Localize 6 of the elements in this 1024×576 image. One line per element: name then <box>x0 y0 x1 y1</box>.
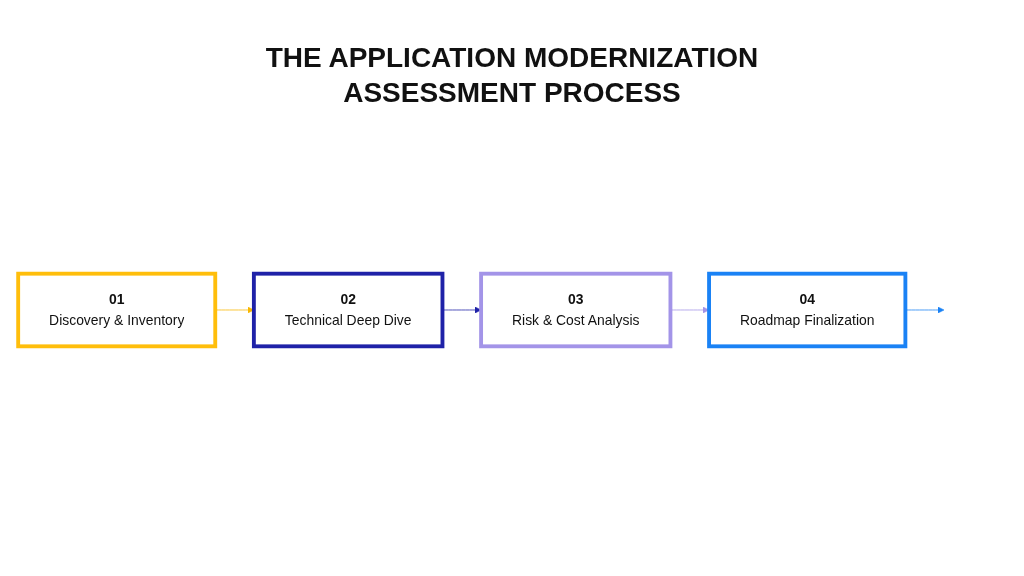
process-flowchart: 01 Discovery & Inventory 02 Technical Deep Dive 03 Risk & Cost Analysis 04 Roadmap Finalization <box>12 120 1012 500</box>
node-box <box>707 271 908 349</box>
diagram-title: THE APPLICATION MODERNIZATION ASSESSMENT PROCESS <box>264 41 760 110</box>
node-box <box>479 271 673 349</box>
node-box <box>251 271 445 349</box>
node-box <box>16 271 218 349</box>
